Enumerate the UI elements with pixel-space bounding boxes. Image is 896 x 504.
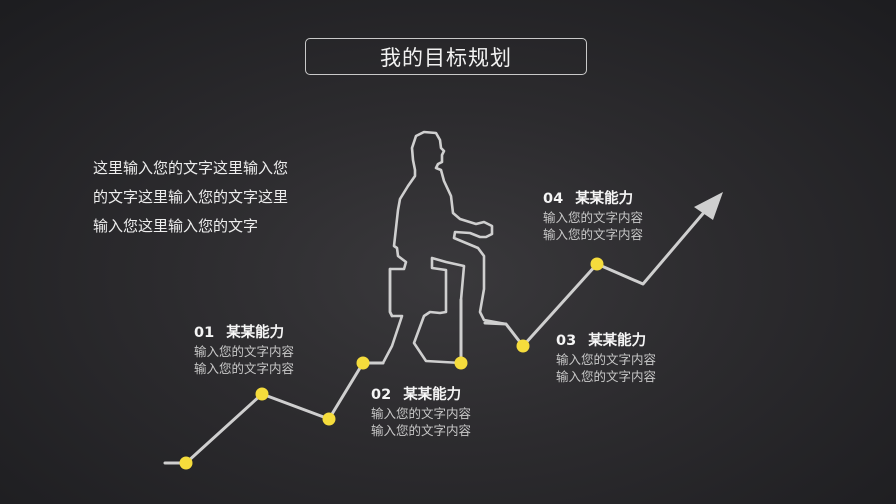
yellow-dot-icon [179, 456, 193, 470]
intro-line: 输入您这里输入您的文字 [93, 217, 259, 235]
step-03: 03 某某能力 输入您的文字内容 输入您的文字内容 [556, 331, 656, 385]
milestone-dots [179, 257, 604, 470]
yellow-dot-icon [454, 356, 468, 370]
yellow-dot-icon [356, 356, 370, 370]
step-number: 01 [194, 325, 215, 341]
step-number: 02 [371, 387, 392, 403]
step-heading: 02 某某能力 [371, 385, 471, 405]
step-desc-line: 输入您的文字内容 [194, 361, 295, 376]
step-04: 04 某某能力 输入您的文字内容 输入您的文字内容 [543, 189, 643, 243]
walking-businessman-outline-icon [381, 130, 508, 365]
step-number: 03 [556, 333, 577, 349]
step-heading: 01 某某能力 [194, 323, 294, 343]
step-title: 某某能力 [575, 191, 634, 207]
intro-line: 这里输入您的文字这里输入您 [93, 159, 289, 177]
step-desc-line: 输入您的文字内容 [556, 369, 657, 384]
yellow-dot-icon [590, 257, 604, 271]
step-desc-line: 输入您的文字内容 [543, 227, 644, 242]
step-heading: 03 某某能力 [556, 331, 656, 351]
step-02: 02 某某能力 输入您的文字内容 输入您的文字内容 [371, 385, 471, 439]
step-desc-line: 输入您的文字内容 [556, 352, 657, 367]
step-desc-line: 输入您的文字内容 [371, 406, 472, 421]
page-title: 我的目标规划 [380, 45, 512, 70]
step-desc-line: 输入您的文字内容 [543, 210, 644, 225]
arrow-up-right-icon [694, 192, 723, 220]
title-box: 我的目标规划 [305, 38, 587, 75]
step-heading: 04 某某能力 [543, 189, 643, 209]
step-desc-line: 输入您的文字内容 [371, 423, 472, 438]
step-01: 01 某某能力 输入您的文字内容 输入您的文字内容 [194, 323, 294, 377]
intro-line: 的文字这里输入您的文字这里 [93, 188, 289, 206]
yellow-dot-icon [255, 387, 269, 401]
intro-paragraph: 这里输入您的文字这里输入您 的文字这里输入您的文字这里 输入您这里输入您的文字 [93, 154, 323, 241]
yellow-dot-icon [516, 339, 530, 353]
step-title: 某某能力 [226, 325, 285, 341]
yellow-dot-icon [322, 412, 336, 426]
step-title: 某某能力 [588, 333, 647, 349]
step-desc-line: 输入您的文字内容 [194, 344, 295, 359]
step-number: 04 [543, 191, 564, 207]
step-title: 某某能力 [403, 387, 462, 403]
